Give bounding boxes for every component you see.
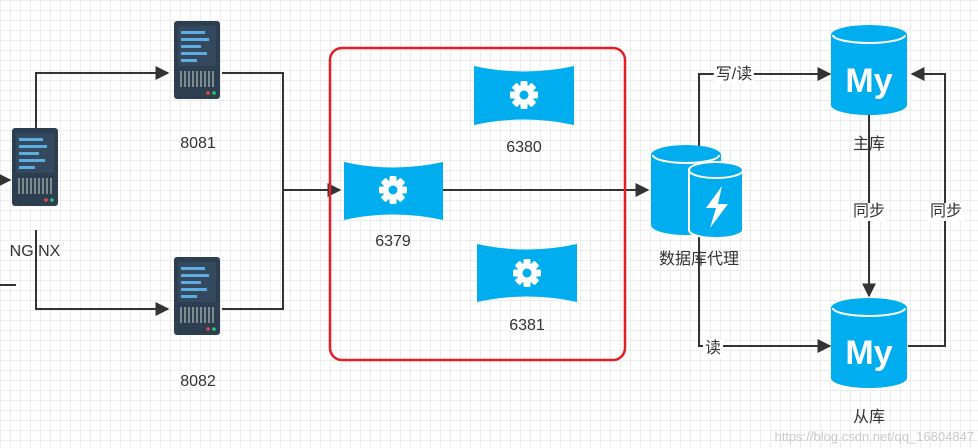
redis-6380-node [474, 66, 574, 125]
edge-label-read: 读 [702, 340, 724, 358]
app-8081-server-icon [174, 21, 220, 99]
edge-8082-to-redis [222, 190, 284, 310]
edge-nginx-to-8082 [35, 230, 170, 316]
gear-icon [379, 176, 407, 204]
app-8081-label: 8081 [180, 135, 216, 152]
edge-label-sync-down: 同步 [850, 203, 888, 221]
db-proxy-node [651, 145, 744, 239]
master-db-badge: My [845, 62, 892, 100]
nginx-label: NGINX [9, 243, 61, 260]
redis-6381-node [477, 244, 577, 302]
edge-8081-to-redis [222, 72, 284, 190]
redis-6379-node [344, 162, 443, 220]
edge-label-sync-up: 同步 [927, 203, 965, 221]
edge-proxy-to-master [698, 67, 832, 148]
lightning-icon [706, 186, 728, 228]
redis-6379-label: 6379 [375, 233, 411, 250]
nginx-server-icon [12, 128, 58, 206]
gear-icon [513, 259, 541, 287]
slave-db-label: 从库 [852, 409, 886, 426]
edge-proxy-to-slave [698, 232, 832, 353]
edge-nginx-to-8081 [35, 66, 170, 130]
watermark: https://blog.csdn.net/qq_16804847 [774, 429, 975, 444]
slave-db-badge: My [845, 334, 892, 372]
redis-cluster-box [328, 46, 627, 362]
app-8082-label: 8082 [180, 373, 216, 390]
redis-6380-label: 6380 [506, 139, 542, 156]
connections [0, 66, 946, 353]
master-db-label: 主库 [852, 136, 886, 153]
gear-icon [510, 81, 538, 109]
db-proxy-label: 数据库代理 [658, 251, 740, 268]
redis-6381-label: 6381 [509, 317, 545, 334]
edge-label-write-read: 写/读 [713, 66, 755, 84]
app-8082-server-icon [174, 257, 220, 335]
